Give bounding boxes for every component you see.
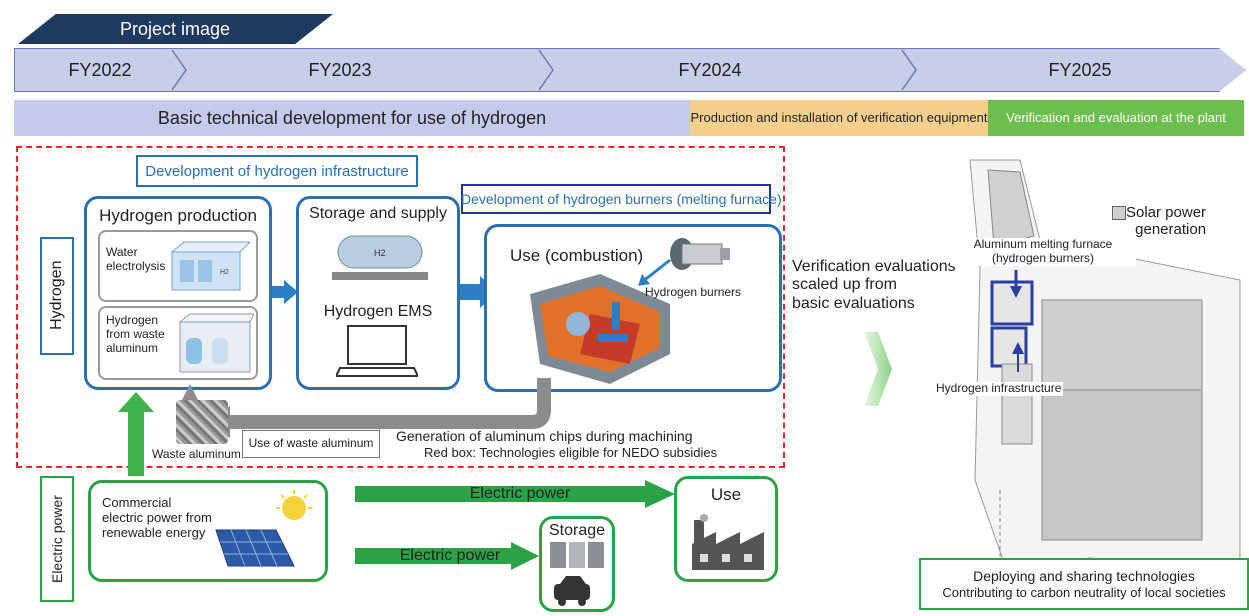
factory-icon	[692, 514, 764, 570]
phase-basic-label: Basic technical development for use of h…	[157, 108, 547, 128]
hydrogen-side-label: Hydrogen	[47, 260, 65, 330]
power-arrow-bottom	[355, 542, 539, 570]
battery-ev-icon	[550, 542, 604, 606]
svg-text:H2: H2	[374, 248, 386, 258]
electric-side-box	[40, 476, 74, 602]
nedo-eligible-box	[16, 146, 785, 468]
hydrogen-production-title: Hydrogen production	[99, 206, 257, 225]
hydrogen-burner-icon	[670, 238, 730, 270]
power-top-label: Electric power	[469, 485, 571, 502]
burner-pointer-arrow	[638, 258, 671, 286]
melting-furnace-icon	[530, 274, 670, 384]
hydrogen-ems-label: Hydrogen EMS	[323, 303, 433, 320]
hydrogen-infra-label: Hydrogen infrastructure	[934, 381, 1064, 396]
timeline-fy2022: FY2022	[68, 60, 132, 80]
phase-production-bar	[690, 100, 988, 136]
waste-reactor-icon	[178, 313, 254, 373]
electric-side-label: Electric power	[48, 495, 65, 584]
deploy-line1: Deploying and sharing technologies	[973, 568, 1195, 584]
timeline-dividers	[171, 49, 917, 91]
phase-production-label: Production and installation of verificat…	[690, 110, 988, 125]
timeline-fy2024: FY2024	[678, 60, 742, 80]
power-bottom-label: Electric power	[399, 547, 501, 564]
use-waste-box	[242, 430, 380, 458]
phase-basic-bar	[14, 100, 690, 136]
use-combustion-title: Use (combustion)	[510, 246, 644, 265]
green-up-arrow	[118, 392, 154, 476]
hydrogen-burners-label: Hydrogen burners	[645, 285, 742, 299]
storage-supply-title: Storage and supply	[309, 205, 447, 222]
commercial-power-label: Commercial electric power from renewable…	[102, 495, 212, 540]
solar-panel-icon	[215, 490, 312, 567]
infra-title-box	[136, 155, 418, 187]
timeline-fy2025: FY2025	[1048, 60, 1112, 80]
timeline-bar	[14, 48, 1246, 92]
melting-furnace-label: Aluminum melting furnace (hydrogen burne…	[950, 237, 1136, 266]
burner-title-box	[461, 184, 771, 214]
solar-power-label: Solar power generation	[1126, 204, 1207, 239]
aluminum-chips-label: Generation of aluminum chips during mach…	[396, 428, 693, 444]
power-arrow-top	[355, 480, 675, 508]
waste-aluminum-label: Waste aluminum	[152, 447, 241, 461]
project-image-tab	[18, 14, 333, 44]
electrolyzer-icon: H2	[170, 241, 250, 291]
waste-aluminum-icon	[176, 400, 228, 444]
use-waste-label: Use of waste aluminum	[248, 436, 374, 450]
deploy-line2: Contributing to carbon neutrality of loc…	[942, 586, 1226, 600]
storage-label: Storage	[548, 522, 606, 539]
timeline-fy2023: FY2023	[308, 60, 372, 80]
solar-legend-swatch	[1112, 206, 1126, 220]
verification-text: Verification evaluations scaled up from …	[792, 258, 956, 312]
waste-hydrogen-label: Hydrogen from waste aluminum	[106, 313, 165, 355]
project-image-label: Project image	[120, 19, 231, 39]
electric-use-label: Use	[710, 485, 742, 504]
svg-text:H2: H2	[220, 269, 229, 276]
laptop-icon	[336, 325, 418, 377]
hydrogen-tank-icon: H2	[332, 235, 428, 280]
verification-arrow	[864, 332, 892, 406]
water-electrolysis-label: Water electrolysis	[106, 245, 166, 273]
phase-verification-bar	[988, 100, 1244, 136]
hydrogen-side-box	[40, 237, 74, 355]
burner-title: Development of hydrogen burners (melting…	[461, 191, 782, 207]
infra-title: Development of hydrogen infrastructure	[145, 163, 409, 180]
phase-verification-label: Verification and evaluation at the plant	[1006, 110, 1226, 125]
deploy-box	[919, 558, 1249, 610]
arrow-production-storage	[272, 280, 298, 304]
red-box-note: Red box: Technologies eligible for NEDO …	[424, 445, 718, 460]
